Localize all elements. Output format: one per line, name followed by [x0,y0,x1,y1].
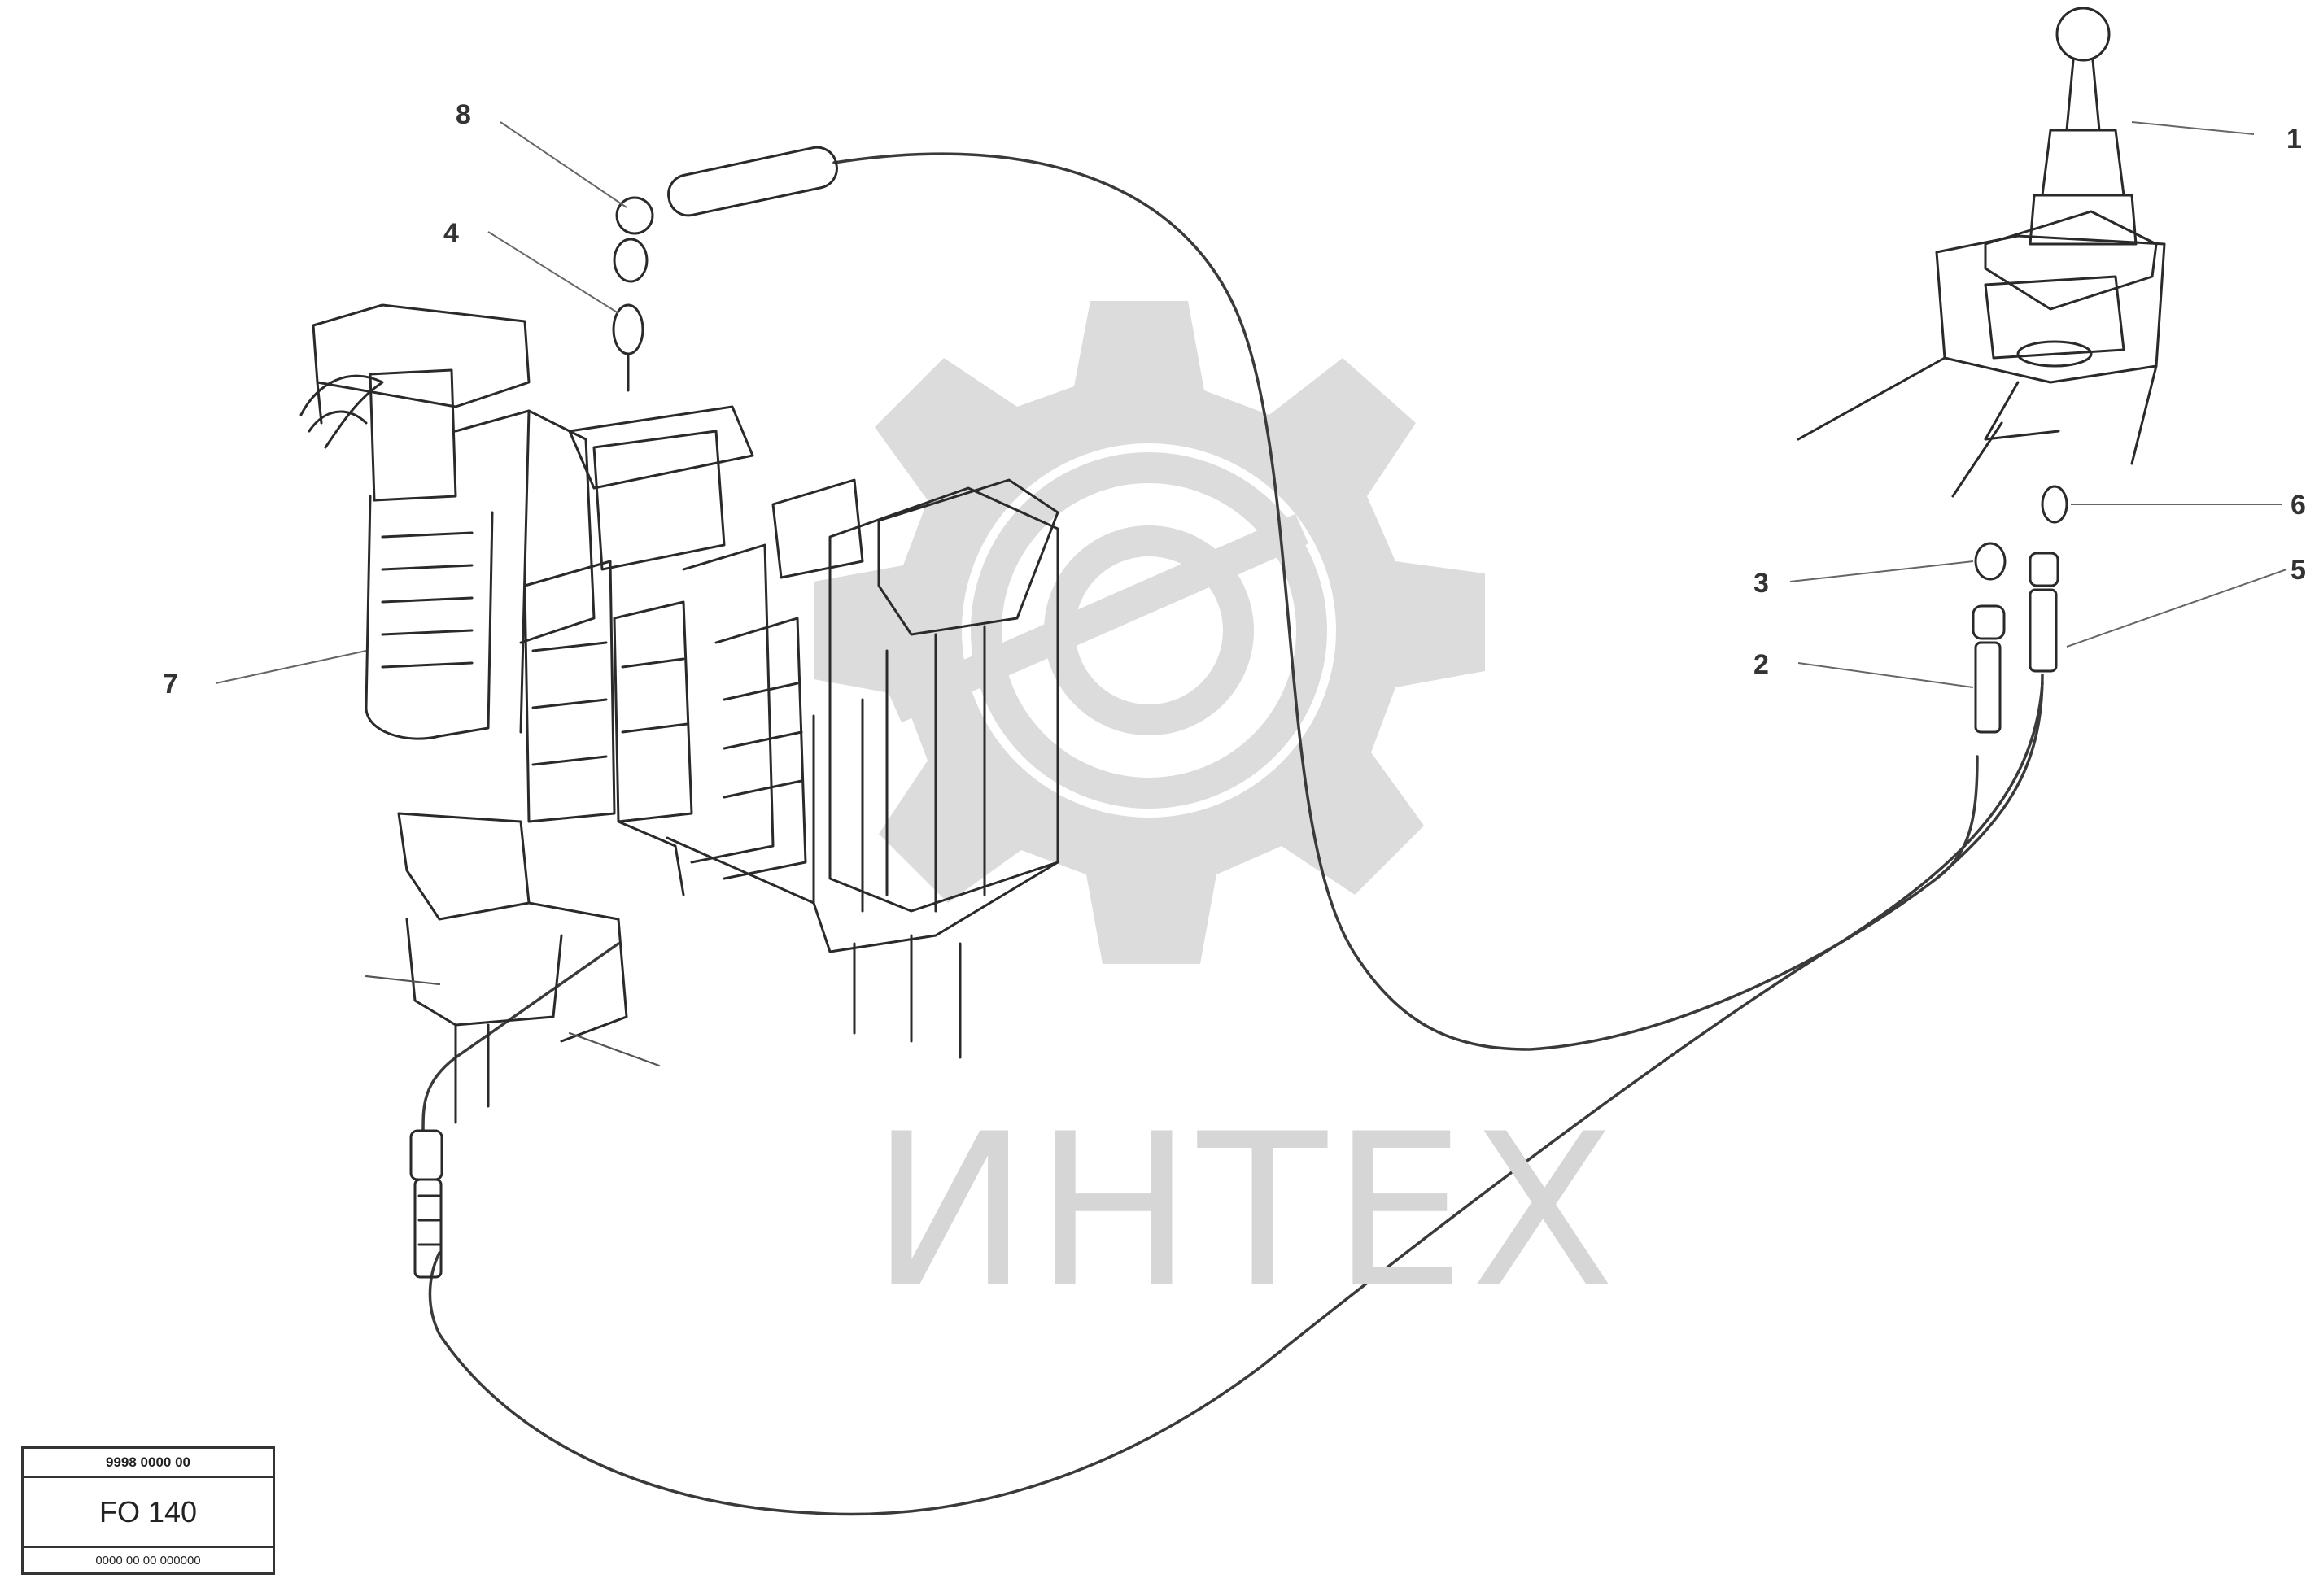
hose-valve-to-fitting [421,942,620,1132]
reference-box-code: FO 140 [98,1495,198,1528]
reference-box-top: 9998 0000 00 [24,1449,273,1478]
reference-box-bottom: 0000 00 00 000000 [24,1546,273,1572]
leader-lines [215,121,2287,688]
callout-7: 7 [163,669,178,700]
callout-8: 8 [456,99,471,130]
callout-2: 2 [1753,649,1769,680]
control-valve-block [299,303,1059,1124]
joystick-fittings [1972,485,2068,734]
callout-4: 4 [443,218,459,249]
watermark-text: ИНТЕХ [871,1089,1621,1335]
callout-5: 5 [2291,555,2306,586]
watermark-gear-hole [962,443,1336,818]
callout-6-right: 6 [2291,490,2306,521]
fitting-assembly-top-left [612,146,838,392]
hose-fitting-lower-left [409,1129,443,1279]
reference-box: 9998 0000 00 FO 140 0000 00 00 000000 [21,1446,275,1575]
hose-lower-loop [1935,674,2044,880]
watermark-rings [888,452,1327,809]
hose-upper-loop [832,152,1979,1051]
callout-1: 1 [2286,124,2302,155]
hose-bottom-loop [428,682,2044,1516]
joystick-control [1797,7,2166,498]
callout-3: 3 [1753,568,1769,599]
